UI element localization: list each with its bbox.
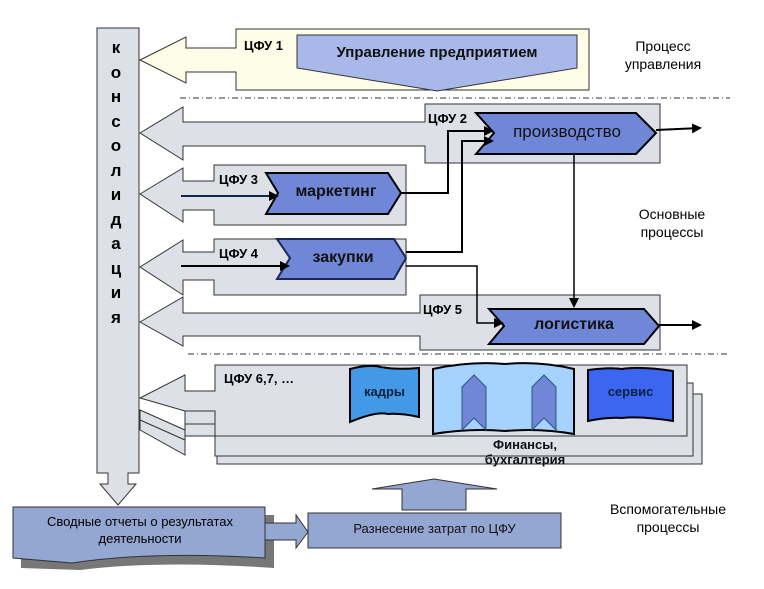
cfu67-arrow-shadow2 — [139, 419, 186, 456]
connector-marketing-to-production — [401, 126, 494, 194]
section-auxiliary: Вспомогательные процессы — [609, 501, 726, 535]
connector-purchases-to-production — [406, 136, 494, 253]
allocation-box[interactable] — [307, 512, 562, 549]
allocation-up-arrow — [371, 478, 498, 511]
section-core: Основные процессы — [638, 206, 706, 240]
cfu67-connector1 — [184, 410, 216, 425]
cfu5-label: ЦФУ 5 — [423, 302, 463, 317]
hr-shape[interactable] — [349, 364, 420, 424]
finance-chevron-left — [461, 374, 487, 432]
consolidation-letter: д — [110, 209, 122, 229]
finance-label: Финансы, бухгалтерия — [484, 437, 566, 467]
service-shape[interactable] — [587, 366, 674, 423]
cfu5-process-shape[interactable] — [486, 308, 661, 345]
cfu1-label: ЦФУ 1 — [244, 38, 284, 53]
reports-label: Сводные отчеты о результатах деятельност… — [46, 514, 234, 546]
consolidation-letter: о — [110, 136, 122, 155]
consolidation-bar — [96, 27, 140, 506]
service-label: сервис — [607, 384, 654, 399]
cfu1-process-shape[interactable] — [296, 34, 578, 92]
cfu2-label: ЦФУ 2 — [428, 111, 468, 126]
production-label: производство — [513, 122, 621, 141]
section-management: Процесс управления — [624, 38, 702, 72]
allocation-label: Разнесение затрат по ЦФУ — [353, 521, 516, 536]
cfu4-process-shape[interactable] — [275, 238, 408, 280]
cfu67-connector2 — [184, 423, 216, 437]
cfu67-label: ЦФУ 6,7, … — [224, 371, 295, 386]
purchases-label: закупки — [312, 249, 374, 266]
consolidation-letter: а — [111, 234, 121, 253]
consolidation-letter: к — [111, 38, 121, 57]
cfu2-process-shape[interactable] — [473, 112, 658, 155]
connector-purchases-to-logistics — [406, 265, 504, 328]
reports-to-allocation-arrow — [264, 513, 309, 550]
consolidation-letter: ц — [110, 258, 122, 278]
finance-chevron-right — [531, 374, 557, 432]
consolidation-letter: о — [110, 62, 122, 82]
marketing-label: маркетинг — [295, 183, 377, 200]
consolidation-letter: и — [110, 185, 122, 204]
cfu3-label: ЦФУ 3 — [219, 172, 259, 187]
consolidation-letter: н — [110, 87, 122, 106]
output-production — [655, 123, 702, 134]
consolidation-letter: с — [111, 111, 121, 131]
logistics-label: логистика — [534, 316, 614, 333]
consolidation-letter: л — [110, 160, 122, 180]
reports-box[interactable] — [12, 506, 266, 564]
consolidation-letter: и — [110, 283, 122, 302]
cfu4-label: ЦФУ 4 — [219, 246, 259, 261]
management-process-label: Управление предприятием — [336, 44, 538, 61]
hr-label: кадры — [363, 384, 406, 399]
consolidation-letter: я — [111, 307, 121, 327]
